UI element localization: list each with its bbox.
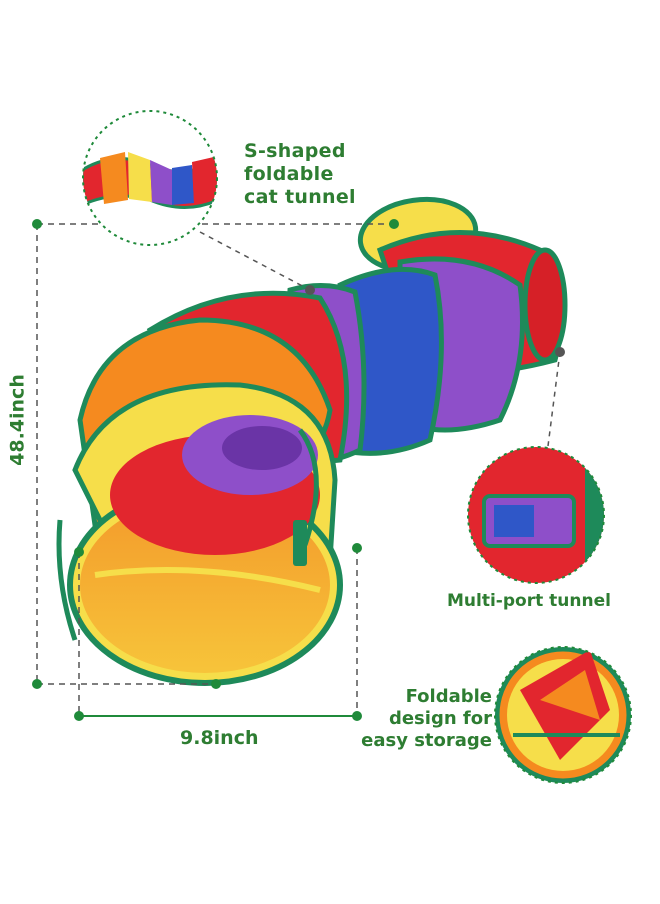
height-label: 48.4inch xyxy=(6,374,29,466)
s-shaped-line-3: cat tunnel xyxy=(244,186,356,209)
height-dimension xyxy=(32,219,399,689)
inset-s-shaped-tunnel xyxy=(82,110,218,246)
foldable-line-2: design for xyxy=(388,707,492,729)
foldable-line-1: Foldable xyxy=(405,686,492,707)
s-shaped-line-1: S-shaped xyxy=(244,140,346,162)
s-shaped-label: S-shaped foldable cat tunnel xyxy=(244,140,356,210)
tunnel-illustration xyxy=(56,196,568,686)
inset-multi-port-tunnel xyxy=(467,446,605,584)
foldable-line-3: easy storage xyxy=(361,729,492,751)
connector-top xyxy=(199,231,311,291)
connector-mid xyxy=(547,351,561,447)
foldable-label: Foldable design for easy storage xyxy=(350,686,492,752)
s-shaped-line-2: foldable xyxy=(244,163,334,186)
width-label: 9.8inch xyxy=(180,727,259,749)
inset-folded-tunnel xyxy=(494,646,632,784)
width-dimension xyxy=(74,543,362,721)
multi-port-label: Multi-port tunnel xyxy=(447,591,611,611)
